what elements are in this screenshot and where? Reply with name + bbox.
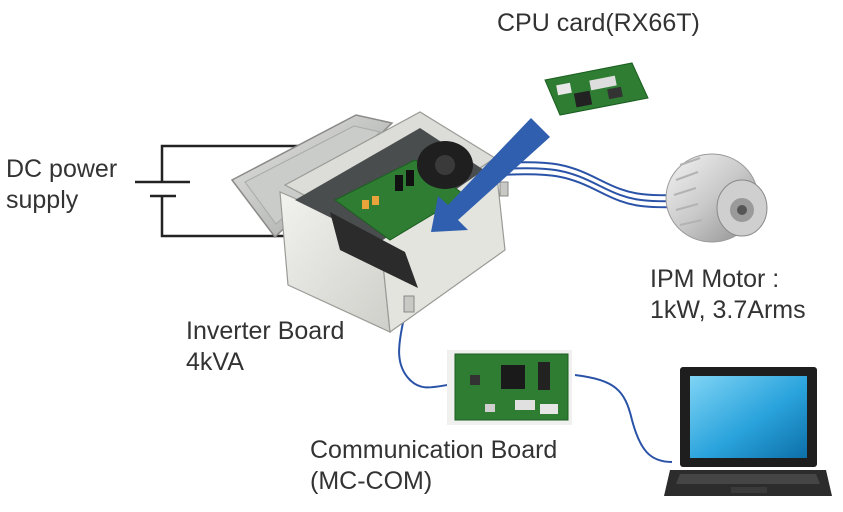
ipm-motor-image: [665, 153, 768, 243]
ipm-motor-spec-label: 1kW, 3.7Arms: [650, 296, 806, 324]
dc-power-label-line2: supply: [6, 186, 79, 214]
comm-cable-inverter: [398, 317, 448, 389]
communication-board-image: [447, 350, 572, 425]
cpu-card-label: CPU card(RX66T): [497, 9, 700, 37]
dc-power-label: DC power: [6, 155, 118, 183]
inverter-board-label: Inverter Board: [186, 317, 345, 345]
dc-battery-symbol: [135, 144, 322, 238]
laptop-image: [664, 367, 832, 496]
inverter-board-rating-label: 4kVA: [186, 348, 244, 376]
communication-board-model-label: (MC-COM): [310, 467, 433, 495]
communication-board-label: Communication Board: [310, 436, 558, 464]
cpu-card-image: [544, 62, 649, 116]
comm-cable-laptop: [574, 374, 673, 463]
cpu-install-arrow: [431, 118, 550, 232]
ipm-motor-label: IPM Motor :: [650, 265, 780, 293]
motor-cable: [499, 161, 691, 209]
